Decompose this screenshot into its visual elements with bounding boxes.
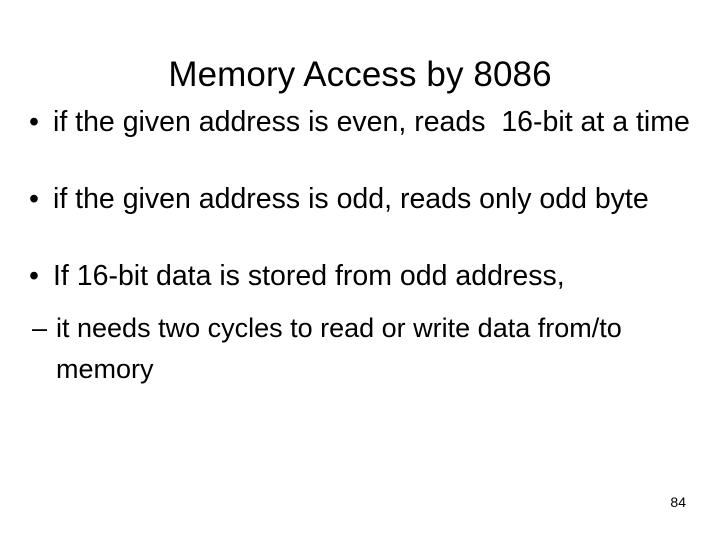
page-number: 84 bbox=[670, 494, 686, 510]
list-item: • if the given address is even, reads 16… bbox=[22, 102, 720, 143]
bullet-dot-icon: • bbox=[29, 183, 39, 215]
list-item-text: If 16-bit data is stored from odd addres… bbox=[53, 260, 565, 292]
list-item: • if the given address is odd, reads onl… bbox=[22, 179, 720, 220]
bullet-dot-icon: • bbox=[29, 106, 39, 138]
sub-list-item: – it needs two cycles to read or write d… bbox=[32, 308, 720, 390]
page-title: Memory Access by 8086 bbox=[168, 55, 552, 95]
slide-body: • if the given address is even, reads 16… bbox=[22, 102, 720, 390]
sub-list-item-text: it needs two cycles to read or write dat… bbox=[56, 313, 630, 384]
list-item-text: if the given address is even, reads 16-b… bbox=[53, 106, 690, 138]
list-item: • If 16-bit data is stored from odd addr… bbox=[22, 256, 720, 297]
sub-list: – it needs two cycles to read or write d… bbox=[22, 308, 720, 390]
bullet-dot-icon: • bbox=[29, 260, 39, 292]
list-item-text: if the given address is odd, reads only … bbox=[53, 183, 649, 215]
bullet-dash-icon: – bbox=[32, 313, 48, 343]
